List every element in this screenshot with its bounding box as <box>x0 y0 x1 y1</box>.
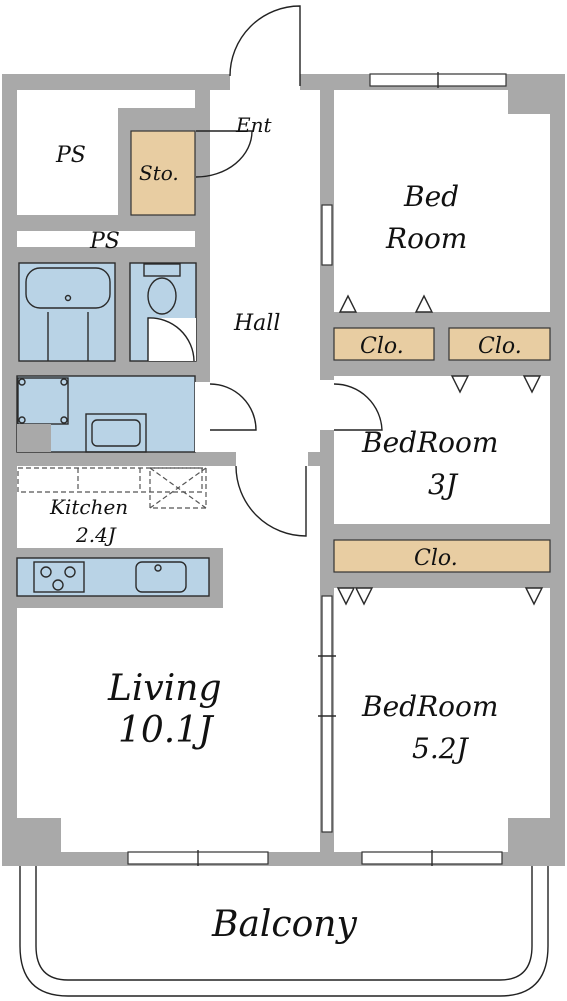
toilet-door-swing <box>147 317 195 362</box>
bedroom-c-room <box>334 588 550 852</box>
entrance-label: Ent <box>235 113 272 137</box>
bedroom-b-size: 3J <box>428 468 459 501</box>
washbasin-inner <box>91 419 141 447</box>
washer-corner-1 <box>18 378 26 386</box>
closet-door-mark <box>338 294 434 313</box>
sink-icon <box>135 561 187 593</box>
burner-2 <box>64 566 76 578</box>
living-label: Living <box>107 668 222 709</box>
closet-b-label: Clo. <box>478 334 522 359</box>
closet-door-mark-2 <box>450 375 542 394</box>
washroom-door-swing <box>209 383 257 431</box>
storage-label: Sto. <box>139 161 179 185</box>
kitchen-size: 2.4J <box>75 523 117 547</box>
ps-label: PS <box>55 143 86 168</box>
bedroom-c-corner <box>508 818 550 852</box>
living-corner <box>17 818 61 852</box>
hall-living-opening <box>236 452 308 466</box>
entrance-door-swing <box>229 5 301 86</box>
washroom-wall-notch <box>17 424 51 452</box>
bedroom-a-side-panel <box>321 204 333 266</box>
refrigerator-space-icon <box>17 467 203 493</box>
entrance-opening <box>230 74 300 90</box>
washer-corner-2 <box>60 378 68 386</box>
toilet-bowl <box>147 277 177 315</box>
fridge-cross-box <box>149 467 207 509</box>
kitchen-label: Kitchen <box>49 495 128 519</box>
storage-closet <box>130 130 196 216</box>
bedroom-b-door-swing <box>333 383 383 431</box>
hall-label: Hall <box>233 311 280 336</box>
balcony-label: Balcony <box>211 904 357 945</box>
bedroom-a-label: Bed <box>403 180 459 213</box>
closet-c-label: Clo. <box>414 546 458 571</box>
washroom-door-area <box>195 382 211 452</box>
bathtub-icon <box>18 262 116 362</box>
closet-b <box>448 327 551 361</box>
living-room <box>17 466 320 852</box>
storage-door-swing <box>195 130 253 178</box>
closet-a <box>333 327 435 361</box>
bathtub-drain <box>64 294 72 302</box>
hall-room <box>210 90 320 452</box>
sink-drain <box>154 564 162 572</box>
bedroom-a-room <box>334 90 550 312</box>
ps-strip <box>17 231 195 247</box>
closet-a-label: Clo. <box>360 334 404 359</box>
fridge-cross <box>149 467 207 509</box>
ps-strip-label: PS <box>89 229 120 254</box>
washbasin-bowl <box>85 413 147 453</box>
stove-icon <box>33 561 85 593</box>
bedroom-b-door-opening <box>320 380 334 430</box>
sliding-partition <box>321 595 333 833</box>
burner-1 <box>40 566 52 578</box>
bedroom-a-corner <box>508 90 550 114</box>
closet-door-mark-3 <box>336 587 544 606</box>
burner-3 <box>52 579 64 591</box>
washer-corner-3 <box>18 416 26 424</box>
bedroom-a-label-2: Room <box>385 222 467 255</box>
kitchen-counter <box>16 557 210 597</box>
hall-living-door-swing <box>235 465 307 537</box>
bedroom-b-label: BedRoom <box>361 426 498 459</box>
living-size: 10.1J <box>118 710 215 751</box>
closet-c <box>333 539 551 573</box>
balcony-inner <box>35 866 533 981</box>
bathtub-basin <box>25 267 111 309</box>
bedroom-c-size: 5.2J <box>412 732 470 765</box>
washer-corner-4 <box>60 416 68 424</box>
bedroom-c-label: BedRoom <box>361 690 498 723</box>
balcony-outline <box>19 866 549 997</box>
toilet-tank <box>143 263 181 277</box>
